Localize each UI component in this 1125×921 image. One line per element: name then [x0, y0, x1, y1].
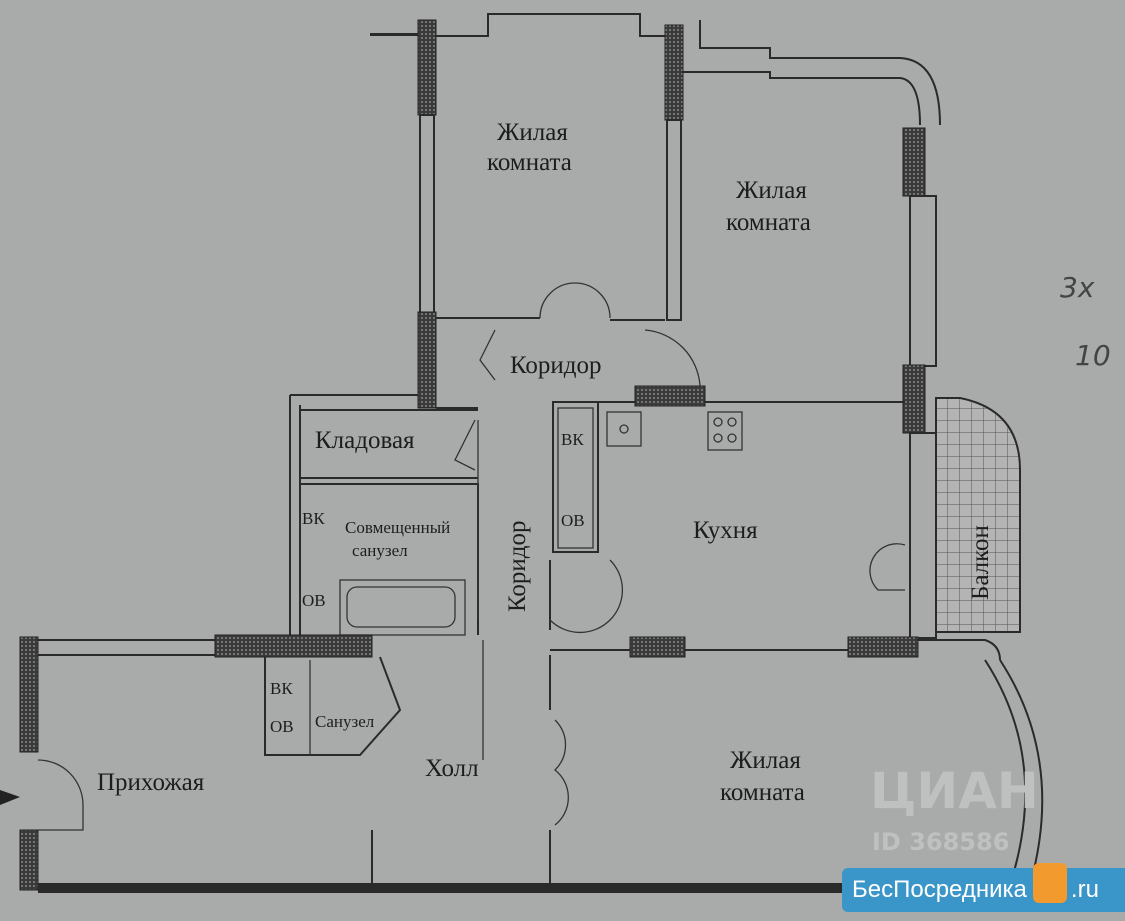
ov-wc: ОВ [270, 717, 294, 736]
vk-wc: ВК [270, 679, 293, 698]
badge-site-name: БесПосредника [852, 876, 1027, 903]
kitchen-label: Кухня [693, 517, 758, 544]
ov-bath: ОВ [302, 591, 326, 610]
handwritten-rooms: 3х [1060, 271, 1095, 304]
vk-bath: ВК [302, 509, 325, 528]
bespossrednika-badge: БесПосредника .ru [842, 863, 1125, 912]
badge-tld: .ru [1070, 876, 1099, 903]
living-room-3-label: Жилая [730, 747, 801, 774]
combined-bathroom-label-2: санузел [352, 541, 408, 560]
mascot-icon [1032, 863, 1067, 903]
cian-logo: ЦИАН [870, 762, 1039, 820]
living-room-2-label: Жилая [736, 177, 807, 204]
cian-watermark: ЦИАН ID 368586 [870, 762, 1039, 856]
living-room-1-label: Жилая [497, 119, 568, 146]
cian-id: ID 368586 [872, 828, 1009, 856]
ov-kitchen: ОВ [561, 511, 585, 530]
balcony-label: Балкон [967, 525, 994, 600]
vk-kitchen: ВК [561, 430, 584, 449]
living-room-2-label-2: комната [726, 209, 811, 236]
handwritten-notes: 3х 10 [1060, 271, 1111, 372]
combined-bathroom-label: Совмещенный [345, 518, 450, 537]
living-room-1-label-2: комната [487, 149, 572, 176]
corridor-top-label: Коридор [510, 352, 602, 379]
handwritten-area: 10 [1075, 339, 1111, 372]
bathroom-label: Санузел [315, 712, 375, 731]
storage-label: Кладовая [315, 427, 415, 454]
hall-label: Холл [425, 755, 479, 782]
living-room-3-label-2: комната [720, 779, 805, 806]
shaft-labels: ВК ОВ ВК ОВ ВК ОВ [270, 430, 585, 736]
corridor-vertical-label: Коридор [504, 520, 531, 612]
walls [0, 13, 1044, 893]
entrance-hall-label: Прихожая [97, 769, 205, 796]
room-labels: Жилая комната Жилая комната Коридор Кори… [97, 119, 994, 806]
